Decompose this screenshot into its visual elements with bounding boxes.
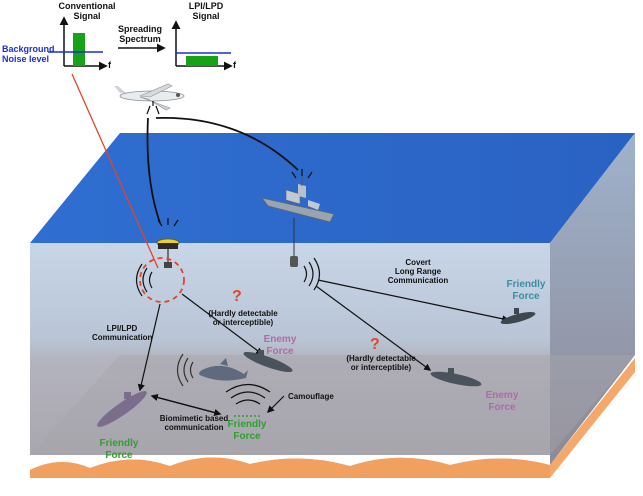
antenna-spark-ship xyxy=(291,169,313,179)
lpi-signal-label: LPI/LPD Signal xyxy=(188,1,224,22)
axis-f-left: f xyxy=(108,60,111,70)
buoy-sonar-highlight xyxy=(139,257,185,303)
ship-icon xyxy=(261,176,335,223)
background-noise-label: Background Noise level xyxy=(2,44,55,65)
hardly-detectable-label-1: (Hardly detectable or interceptible) xyxy=(208,309,278,328)
friendly-force-label-left: Friendly Force xyxy=(99,438,139,461)
ship-to-enemy-link xyxy=(315,285,432,371)
covert-comm-label: Covert Long Range Communication xyxy=(387,258,449,286)
lpi-comm-label: LPI/LPD Communication xyxy=(92,324,153,343)
friendly-force-label-right: Friendly Force xyxy=(506,279,546,302)
water-side-face xyxy=(550,133,635,465)
submarine-icon xyxy=(97,391,147,427)
conventional-signal-plot xyxy=(48,16,108,71)
camouflage-label: Camouflage xyxy=(288,392,334,401)
ship-sonar-pod xyxy=(290,256,298,267)
enemy-force-label-1: Enemy Force xyxy=(263,334,297,357)
conventional-signal-bar xyxy=(73,33,85,66)
submarine-icon xyxy=(243,350,293,373)
camouflage-link xyxy=(266,395,285,414)
friendly-force-label-mid: Friendly Force xyxy=(227,419,267,442)
sonar-wave-icon xyxy=(225,383,271,405)
lpi-comm-link xyxy=(137,303,161,392)
sonar-wave-icon xyxy=(135,263,153,297)
sonar-wave-icon xyxy=(303,257,321,291)
ocean-surface xyxy=(30,133,635,243)
enemy-force-label-2: Enemy Force xyxy=(485,390,519,413)
buoy-icon xyxy=(156,218,180,268)
seabed-base xyxy=(30,457,550,478)
lpi-signal-bar xyxy=(186,56,218,66)
mid-depth-plane xyxy=(30,355,635,455)
axis-f-right: f xyxy=(233,60,236,70)
dolphin-icon xyxy=(199,358,248,381)
ship-to-friendly-link xyxy=(317,279,510,323)
spreading-spectrum-label: Spreading Spectrum xyxy=(117,24,162,45)
question-mark-1: ? xyxy=(232,288,242,305)
biomimetic-label: Biomimetic based communication xyxy=(159,414,229,433)
lpi-signal-plot xyxy=(171,20,233,71)
submarine-icon xyxy=(430,368,482,387)
aircraft-to-ship-link xyxy=(155,116,299,171)
water-front-face xyxy=(30,243,550,455)
aircraft-to-buoy-link xyxy=(146,117,161,224)
buoy-to-enemy-link xyxy=(181,293,264,355)
antenna-spark-aircraft xyxy=(146,101,160,115)
question-mark-2: ? xyxy=(370,336,380,353)
aircraft-icon xyxy=(114,83,185,111)
sonar-wave-icon xyxy=(176,353,194,387)
submarine-icon xyxy=(500,308,536,325)
conventional-signal-label: Conventional Signal xyxy=(58,1,116,22)
biomimetic-link-back xyxy=(150,393,221,415)
hardly-detectable-label-2: (Hardly detectable or interceptible) xyxy=(346,354,416,373)
zoom-connector-line xyxy=(71,73,159,269)
